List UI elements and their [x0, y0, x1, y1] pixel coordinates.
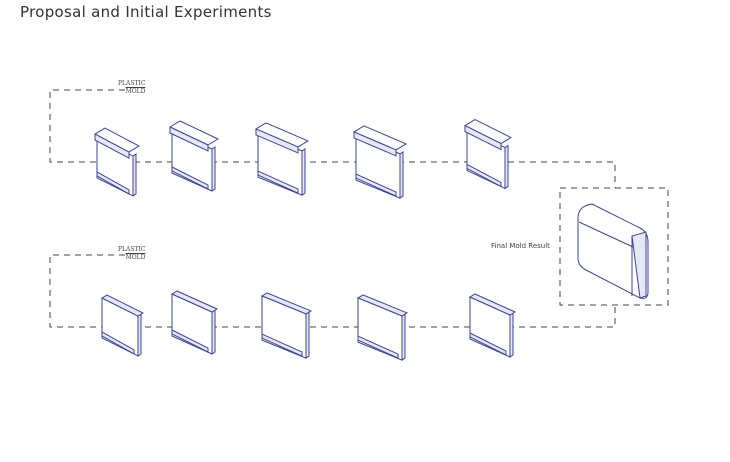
top-plastic-mold-label: PLASTIC MOLD	[118, 80, 145, 96]
final-mold-result	[577, 203, 649, 299]
final-result-frame	[559, 187, 669, 306]
bottom-mold-piece-1	[100, 294, 145, 357]
bottom-mold-piece-3	[260, 292, 313, 360]
bottom-mold-piece-2	[170, 290, 219, 355]
bottom-flow-line	[49, 254, 616, 328]
top-flow-line	[49, 89, 616, 188]
top-mold-piece-4	[353, 125, 407, 200]
top-mold-piece-5	[464, 119, 512, 190]
label-line1: PLASTIC	[118, 80, 146, 87]
bottom-plastic-mold-label: PLASTIC MOLD	[118, 246, 145, 262]
top-mold-piece-2	[169, 120, 219, 192]
top-mold-piece-1	[94, 127, 140, 197]
label-line2: MOLD	[125, 88, 146, 95]
final-mold-label: Final Mold Result	[491, 242, 550, 250]
label-line1: PLASTIC	[118, 246, 146, 253]
top-mold-piece-3	[255, 122, 309, 197]
label-line2: MOLD	[125, 254, 146, 261]
bottom-mold-piece-5	[468, 293, 517, 358]
bottom-mold-piece-4	[356, 294, 409, 362]
page-title: Proposal and Initial Experiments	[20, 3, 272, 21]
